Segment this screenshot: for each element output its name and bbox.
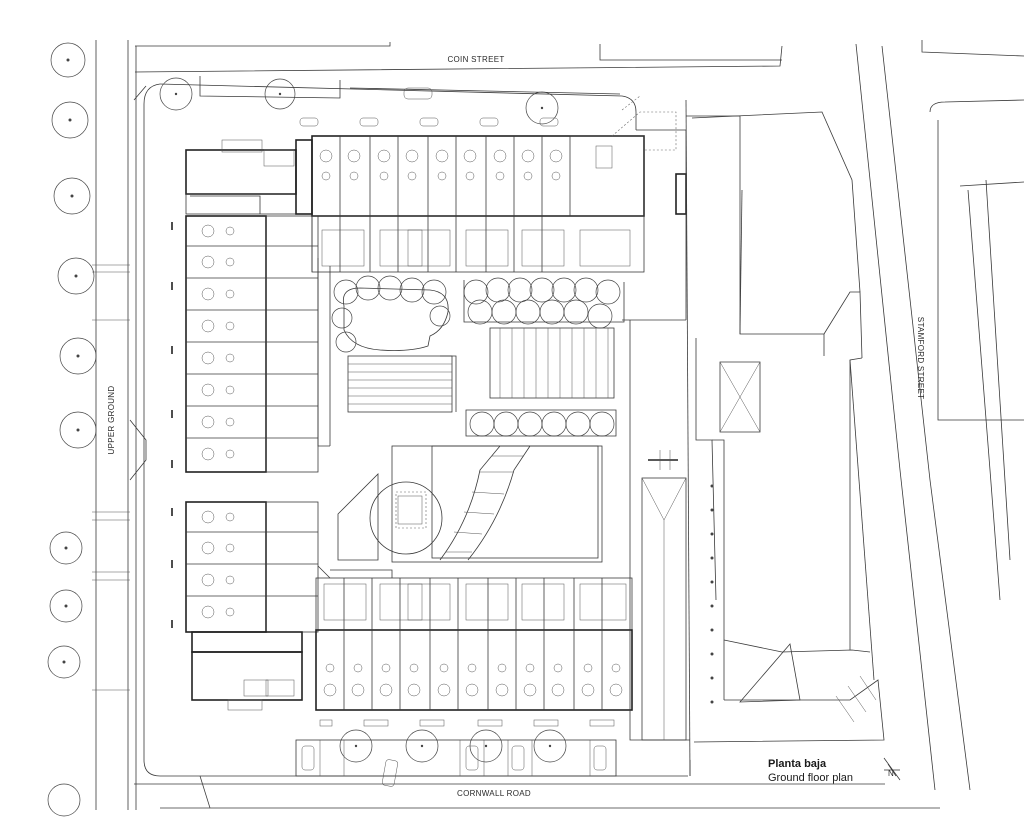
plan-caption: Planta baja Ground floor plan [768,758,853,786]
north-terrace-block [299,87,687,273]
east-service-lane [629,99,885,777]
street-outlines [92,40,1024,810]
northwest-corner-block [185,139,313,215]
site-boundary [143,76,691,777]
caption-spanish: Planta baja [768,758,827,770]
street-trees [47,42,567,817]
southwest-corner-block [191,631,303,711]
street-label-east: STAMFORD STREET [916,317,925,400]
north-marker: N [888,769,894,778]
central-courtyard [317,258,686,579]
street-label-south: CORNWALL ROAD [457,789,531,798]
street-label-north: COIN STREET [447,55,504,64]
south-terrace-block [295,577,633,787]
street-label-west: UPPER GROUND [107,386,116,455]
west-terrace-block [171,215,319,633]
caption-english: Ground floor plan [768,771,853,784]
